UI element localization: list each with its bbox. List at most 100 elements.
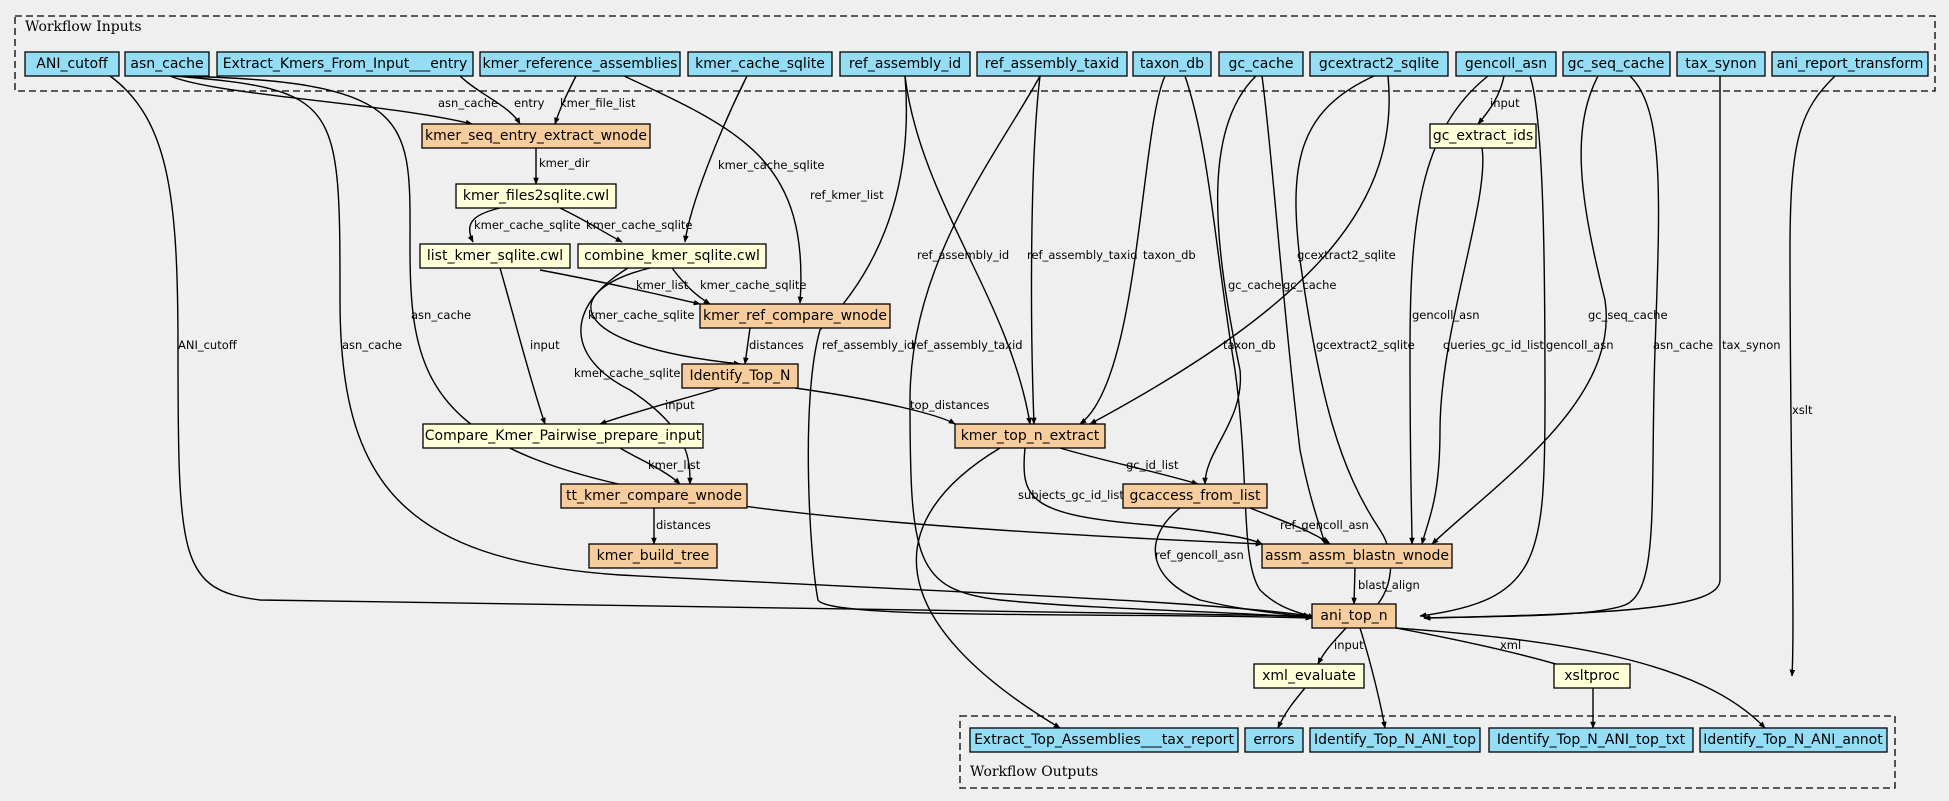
node-extract-kmers-entry[interactable]: Extract_Kmers_From_Input___entry	[216, 51, 474, 77]
edge-label: ref_assembly_id	[822, 338, 914, 352]
edge-entry	[459, 75, 521, 125]
node-kmer-reference-assemblies[interactable]: kmer_reference_assemblies	[479, 51, 681, 77]
svg-text:combine_kmer_sqlite.cwl: combine_kmer_sqlite.cwl	[584, 248, 760, 264]
edge-taxid-top	[1030, 75, 1041, 425]
node-kmer-files2sqlite[interactable]: kmer_files2sqlite.cwl	[455, 183, 617, 209]
node-asn-cache[interactable]: asn_cache	[124, 51, 210, 77]
edge-label: kmer_list	[636, 278, 689, 292]
node-kmer-top-n-extract[interactable]: kmer_top_n_extract	[954, 423, 1106, 449]
node-identify-top-n[interactable]: Identify_Top_N	[681, 363, 799, 389]
edge-gencoll-ani	[1419, 75, 1546, 618]
svg-text:ani_top_n: ani_top_n	[1320, 608, 1387, 624]
node-list-kmer-sqlite[interactable]: list_kmer_sqlite.cwl	[419, 243, 571, 269]
edge-label: ref_gencoll_asn	[1155, 548, 1244, 562]
edge-label: kmer_cache_sqlite	[574, 366, 681, 380]
edge-label: gc_seq_cache	[1588, 308, 1668, 322]
edge-label: kmer_dir	[539, 156, 590, 170]
edge-ref-gencoll-blastn	[1249, 507, 1331, 545]
edge-label: asn_cache	[411, 308, 471, 322]
edge-xslt	[1789, 75, 1836, 677]
edge-label: tax_synon	[1722, 338, 1781, 352]
node-ani-cutoff[interactable]: ANI_cutoff	[24, 51, 120, 77]
svg-text:Extract_Top_Assemblies___tax_r: Extract_Top_Assemblies___tax_report	[974, 732, 1234, 748]
node-ref-assembly-id[interactable]: ref_assembly_id	[839, 51, 971, 77]
edge-gcext-top	[1089, 75, 1390, 425]
edge-ani-top	[1359, 627, 1387, 729]
edge-taxon-ani	[1184, 75, 1315, 619]
node-kmer-build-tree[interactable]: kmer_build_tree	[588, 543, 718, 569]
node-tax-synon[interactable]: tax_synon	[1676, 51, 1766, 77]
edge-label: gencoll_asn	[1546, 338, 1614, 352]
svg-text:list_kmer_sqlite.cwl: list_kmer_sqlite.cwl	[427, 248, 563, 264]
edge-gcseq-blastn	[1431, 75, 1607, 545]
node-compare-kmer-pairwise-prepare-input[interactable]: Compare_Kmer_Pairwise_prepare_input	[422, 423, 704, 449]
edge-label: ref_assembly_taxid	[912, 338, 1023, 352]
svg-text:Identify_Top_N_ANI_annot: Identify_Top_N_ANI_annot	[1703, 732, 1883, 748]
svg-text:kmer_reference_assemblies: kmer_reference_assemblies	[483, 56, 678, 72]
node-tt-kmer-compare-wnode[interactable]: tt_kmer_compare_wnode	[560, 483, 748, 509]
node-identify-top-n-ani-annot[interactable]: Identify_Top_N_ANI_annot	[1699, 727, 1888, 753]
node-taxon-db[interactable]: taxon_db	[1132, 51, 1212, 77]
node-gencoll-asn[interactable]: gencoll_asn	[1455, 51, 1557, 77]
edge-label: kmer_list	[648, 458, 701, 472]
edge-label: asn_cache	[1653, 338, 1713, 352]
node-errors[interactable]: errors	[1244, 727, 1304, 753]
node-gc-seq-cache[interactable]: gc_seq_cache	[1562, 51, 1671, 77]
node-gcaccess-from-list[interactable]: gcaccess_from_list	[1122, 483, 1268, 509]
svg-text:xsltproc: xsltproc	[1564, 668, 1620, 684]
svg-text:ani_report_transform: ani_report_transform	[1777, 56, 1924, 72]
node-gcextract2-sqlite[interactable]: gcextract2_sqlite	[1309, 51, 1449, 77]
edge-label: gc_cache	[1283, 278, 1336, 292]
edge-label: blast_align	[1358, 578, 1420, 592]
node-identify-top-n-ani-top[interactable]: Identify_Top_N_ANI_top	[1309, 727, 1481, 753]
node-ref-assembly-taxid[interactable]: ref_assembly_taxid	[976, 51, 1128, 77]
svg-text:ref_assembly_taxid: ref_assembly_taxid	[985, 56, 1120, 72]
node-gc-extract-ids[interactable]: gc_extract_ids	[1429, 123, 1537, 149]
edge-anicutoff-ani	[109, 75, 1311, 619]
edge-kmer-list-ref	[539, 269, 701, 306]
edge-distances-identify	[743, 327, 751, 365]
edge-label: distances	[656, 518, 711, 532]
edge-queries	[1420, 147, 1484, 545]
svg-text:kmer_cache_sqlite: kmer_cache_sqlite	[695, 56, 825, 72]
node-kmer-cache-sqlite[interactable]: kmer_cache_sqlite	[687, 51, 833, 77]
edge-label: ref_assembly_taxid	[1027, 248, 1138, 262]
svg-text:gc_cache: gc_cache	[1228, 56, 1293, 72]
svg-text:Identify_Top_N_ANI_top: Identify_Top_N_ANI_top	[1314, 732, 1476, 748]
edge-list-compare	[499, 267, 546, 425]
node-combine-kmer-sqlite[interactable]: combine_kmer_sqlite.cwl	[577, 243, 767, 269]
edge-label: gcextract2_sqlite	[1297, 248, 1396, 262]
node-extract-top-assemblies-tax-report[interactable]: Extract_Top_Assemblies___tax_report	[969, 727, 1239, 753]
edge-label: input	[530, 338, 560, 352]
svg-text:errors: errors	[1253, 732, 1294, 748]
node-xsltproc[interactable]: xsltproc	[1553, 663, 1631, 689]
node-gc-cache[interactable]: gc_cache	[1218, 51, 1304, 77]
node-ani-top-n[interactable]: ani_top_n	[1311, 603, 1397, 629]
node-xml-evaluate[interactable]: xml_evaluate	[1253, 663, 1365, 689]
edges: asn_cache entry kmer_file_list input kme…	[109, 75, 1836, 729]
edge-kmer-cache-combine	[683, 75, 748, 243]
edge-gc-id-list	[1059, 447, 1199, 485]
inputs-cluster-label: Workflow Inputs	[25, 19, 142, 35]
edge-label: distances	[749, 338, 804, 352]
node-identify-top-n-ani-top-txt[interactable]: Identify_Top_N_ANI_top_txt	[1488, 727, 1694, 753]
svg-text:Identify_Top_N: Identify_Top_N	[690, 368, 791, 384]
edge-label: ref_gencoll_asn	[1280, 518, 1369, 532]
node-kmer-seq-entry-extract-wnode[interactable]: kmer_seq_entry_extract_wnode	[421, 123, 651, 149]
edge-kmer-file-list	[554, 75, 577, 125]
step-nodes: kmer_seq_entry_extract_wnode gc_extract_…	[419, 123, 1631, 689]
edge-label: xml	[1500, 638, 1521, 652]
node-kmer-ref-compare-wnode[interactable]: kmer_ref_compare_wnode	[699, 303, 891, 329]
edge-label: kmer_cache_sqlite	[586, 218, 693, 232]
edge-combine-tt	[580, 267, 693, 485]
edge-label: taxon_db	[1143, 248, 1196, 262]
edge-ref-kmer-list	[623, 75, 804, 304]
node-assm-assm-blastn-wnode[interactable]: assm_assm_blastn_wnode	[1261, 543, 1453, 569]
edge-identify-compare	[599, 387, 721, 425]
node-ani-report-transform[interactable]: ani_report_transform	[1771, 51, 1929, 77]
edge-gccache-blastn	[1261, 75, 1326, 545]
svg-text:Compare_Kmer_Pairwise_prepare_: Compare_Kmer_Pairwise_prepare_input	[425, 428, 702, 444]
edge-label: ref_kmer_list	[810, 188, 884, 202]
